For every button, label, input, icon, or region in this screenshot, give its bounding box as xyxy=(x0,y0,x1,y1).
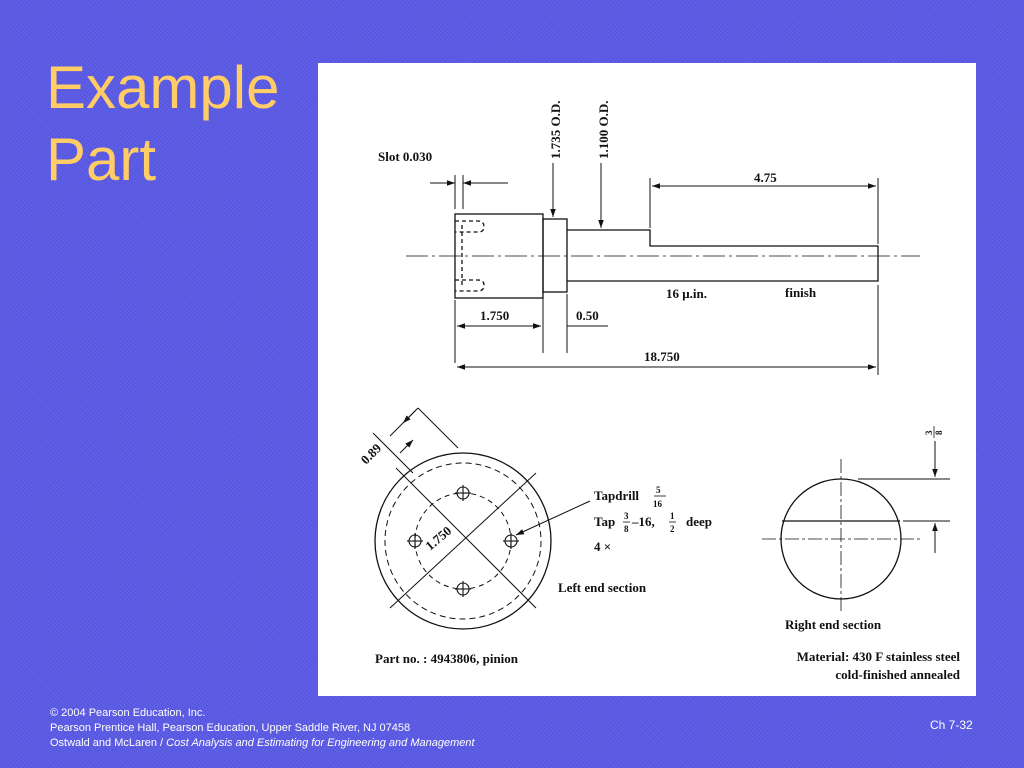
tap-label: Tap xyxy=(594,514,615,529)
shaft-side-view xyxy=(406,213,920,299)
slot-dimension xyxy=(430,175,508,209)
slide-title: Example Part xyxy=(46,52,279,196)
part-number: Part no. : 4943806, pinion xyxy=(375,651,519,666)
flat-num: 3 xyxy=(924,430,934,435)
bolt-circle-label: 1.750 xyxy=(422,523,454,553)
slide-footer: © 2004 Pearson Education, Inc. Pearson P… xyxy=(50,706,475,751)
left-end-section xyxy=(372,407,552,630)
dim-089-label: 0.89 xyxy=(358,440,385,467)
slot-label: Slot 0.030 xyxy=(378,149,432,164)
dim-18750-label: 18.750 xyxy=(644,349,680,364)
right-section-label: Right end section xyxy=(785,617,882,632)
footer-authors: Ostwald and McLaren / xyxy=(50,737,167,749)
tapdrill-label: Tapdrill xyxy=(594,488,639,503)
finish-value: 16 μ.in. xyxy=(666,286,707,301)
depth-word: deep xyxy=(686,514,712,529)
hidden-hole-bottom xyxy=(455,279,485,292)
shaft-collar xyxy=(542,218,568,293)
hidden-hole-top xyxy=(455,220,485,233)
slide-title-line-2: Part xyxy=(46,126,157,193)
od-leaders xyxy=(550,163,604,228)
dim-1750-050 xyxy=(454,294,608,363)
dim-050-label: 0.50 xyxy=(576,308,599,323)
slide-number: Ch 7-32 xyxy=(930,718,973,732)
tapdrill-den: 16 xyxy=(653,499,663,509)
material-line-1: Material: 430 F stainless steel xyxy=(797,649,961,664)
tapped-holes xyxy=(407,485,519,597)
depth-den: 2 xyxy=(670,524,675,534)
left-section-label: Left end section xyxy=(558,580,647,595)
hole-count: 4 × xyxy=(594,539,611,554)
od-small-label: 1.100 O.D. xyxy=(596,101,611,160)
shaft-body xyxy=(567,229,879,282)
tap-num: 3 xyxy=(624,511,629,521)
dim-475-label: 4.75 xyxy=(754,170,777,185)
tap-mid: –16, xyxy=(631,514,655,529)
od-large-label: 1.735 O.D. xyxy=(548,101,563,160)
tap-den: 8 xyxy=(624,524,629,534)
dim-089 xyxy=(389,407,419,454)
footer-citation: Ostwald and McLaren / Cost Analysis and … xyxy=(50,736,475,751)
flat-den: 8 xyxy=(934,430,944,435)
footer-book-title: Cost Analysis and Estimating for Enginee… xyxy=(166,737,475,749)
dim-18750 xyxy=(457,285,879,375)
dim-1750-label: 1.750 xyxy=(480,308,509,323)
right-end-section xyxy=(762,441,950,611)
depth-num: 1 xyxy=(670,511,675,521)
tapdrill-num: 5 xyxy=(656,485,661,495)
tapdrill-leader xyxy=(515,500,591,536)
left-inner-circle xyxy=(384,462,542,620)
left-outer-circle xyxy=(374,452,552,630)
dim-475 xyxy=(649,178,879,244)
material-line-2: cold-finished annealed xyxy=(835,667,960,682)
engineering-drawing: Slot 0.030 1.735 O.D. 1.100 O.D. 4.75 16… xyxy=(318,63,976,696)
slide-title-line-1: Example xyxy=(46,54,280,121)
finish-word: finish xyxy=(785,285,817,300)
footer-copyright: © 2004 Pearson Education, Inc. xyxy=(50,707,206,719)
footer-publisher: Pearson Prentice Hall, Pearson Education… xyxy=(50,722,411,734)
